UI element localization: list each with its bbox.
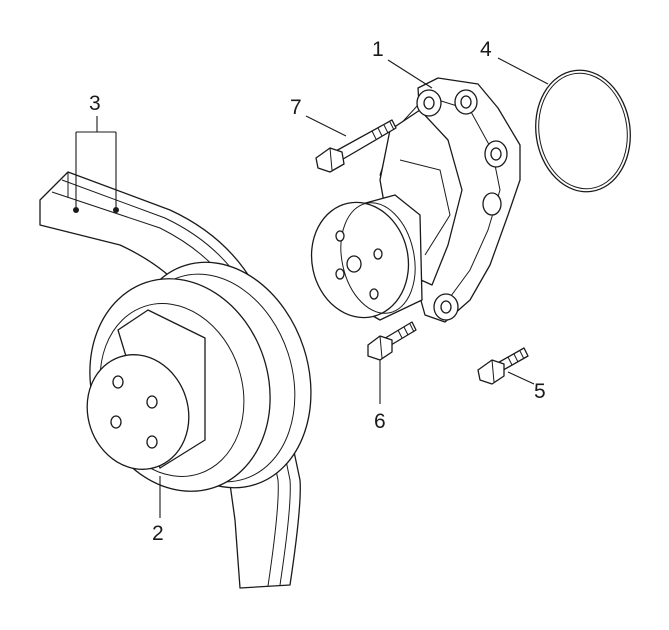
callout-3: 3 (89, 92, 101, 115)
o-ring-gasket (535, 69, 631, 193)
callout-4: 4 (480, 38, 492, 61)
callout-7: 7 (290, 96, 302, 119)
callout-2: 2 (152, 522, 164, 545)
leader-lines (73, 57, 549, 518)
callout-6: 6 (374, 410, 386, 433)
water-pump-body (310, 77, 521, 323)
callout-1: 1 (372, 38, 384, 61)
bolt-lower-right (477, 347, 529, 385)
bolt-lower-left (367, 321, 417, 361)
callout-labels: 1 2 3 4 5 6 7 (89, 38, 546, 545)
bolt-long (315, 119, 397, 173)
callout-5: 5 (534, 380, 546, 403)
crankshaft-pulley (86, 261, 312, 492)
